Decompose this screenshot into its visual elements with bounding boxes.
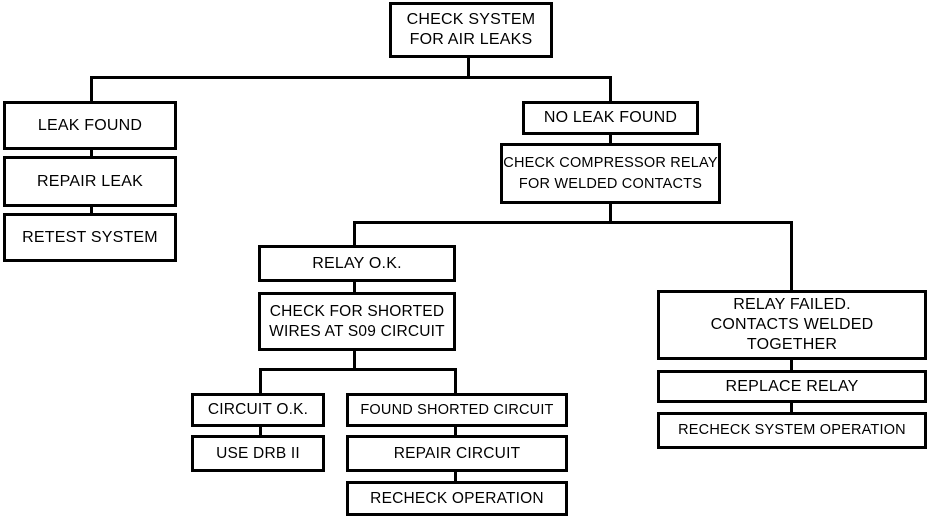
leak-found-box: LEAK FOUND bbox=[3, 101, 177, 150]
connector-to-leak-found bbox=[90, 76, 93, 102]
use-drb-ii-box: USE DRB II bbox=[191, 435, 325, 472]
found-shorted-circuit-box: FOUND SHORTED CIRCUIT bbox=[346, 393, 568, 427]
connector-failed-to-replace bbox=[790, 358, 793, 371]
connector-found-to-repair-circuit bbox=[454, 425, 457, 436]
check-system-for-air-leaks-box: CHECK SYSTEM FOR AIR LEAKS bbox=[389, 2, 553, 58]
no-leak-found-box: NO LEAK FOUND bbox=[522, 101, 699, 135]
replace-relay-box: REPLACE RELAY bbox=[657, 370, 927, 403]
connector-root-down bbox=[467, 56, 470, 77]
connector-to-found-shorted bbox=[454, 368, 457, 394]
connector-repair-to-retest bbox=[90, 205, 93, 214]
connector-noleak-to-check-relay bbox=[609, 133, 612, 144]
repair-leak-box: REPAIR LEAK bbox=[3, 156, 177, 207]
connector-check-relay-down bbox=[609, 202, 612, 222]
connector-to-no-leak-found bbox=[609, 76, 612, 102]
connector-repair-to-recheck-op bbox=[454, 470, 457, 482]
connector-relay-horizontal bbox=[353, 221, 793, 224]
connector-replace-to-recheck-system bbox=[790, 401, 793, 413]
circuit-ok-box: CIRCUIT O.K. bbox=[191, 393, 325, 427]
relay-failed-box: RELAY FAILED. CONTACTS WELDED TOGETHER bbox=[657, 290, 927, 360]
check-compressor-relay-box: CHECK COMPRESSOR RELAY FOR WELDED CONTAC… bbox=[500, 143, 721, 204]
connector-to-circuit-ok bbox=[259, 368, 262, 394]
connector-top-horizontal bbox=[90, 76, 612, 79]
recheck-system-operation-box: RECHECK SYSTEM OPERATION bbox=[657, 412, 927, 449]
relay-ok-box: RELAY O.K. bbox=[258, 245, 456, 282]
connector-relayok-to-check-shorted bbox=[353, 280, 356, 293]
connector-circuitok-to-drb bbox=[259, 425, 262, 436]
recheck-operation-box: RECHECK OPERATION bbox=[346, 481, 568, 516]
repair-circuit-box: REPAIR CIRCUIT bbox=[346, 435, 568, 472]
connector-circuit-horizontal bbox=[259, 368, 457, 371]
connector-check-shorted-down bbox=[353, 349, 356, 369]
connector-to-relay-failed bbox=[790, 221, 793, 291]
connector-leak-to-repair bbox=[90, 148, 93, 157]
retest-system-box: RETEST SYSTEM bbox=[3, 213, 177, 262]
check-for-shorted-wires-box: CHECK FOR SHORTED WIRES AT S09 CIRCUIT bbox=[258, 292, 456, 351]
connector-to-relay-ok bbox=[353, 221, 356, 246]
